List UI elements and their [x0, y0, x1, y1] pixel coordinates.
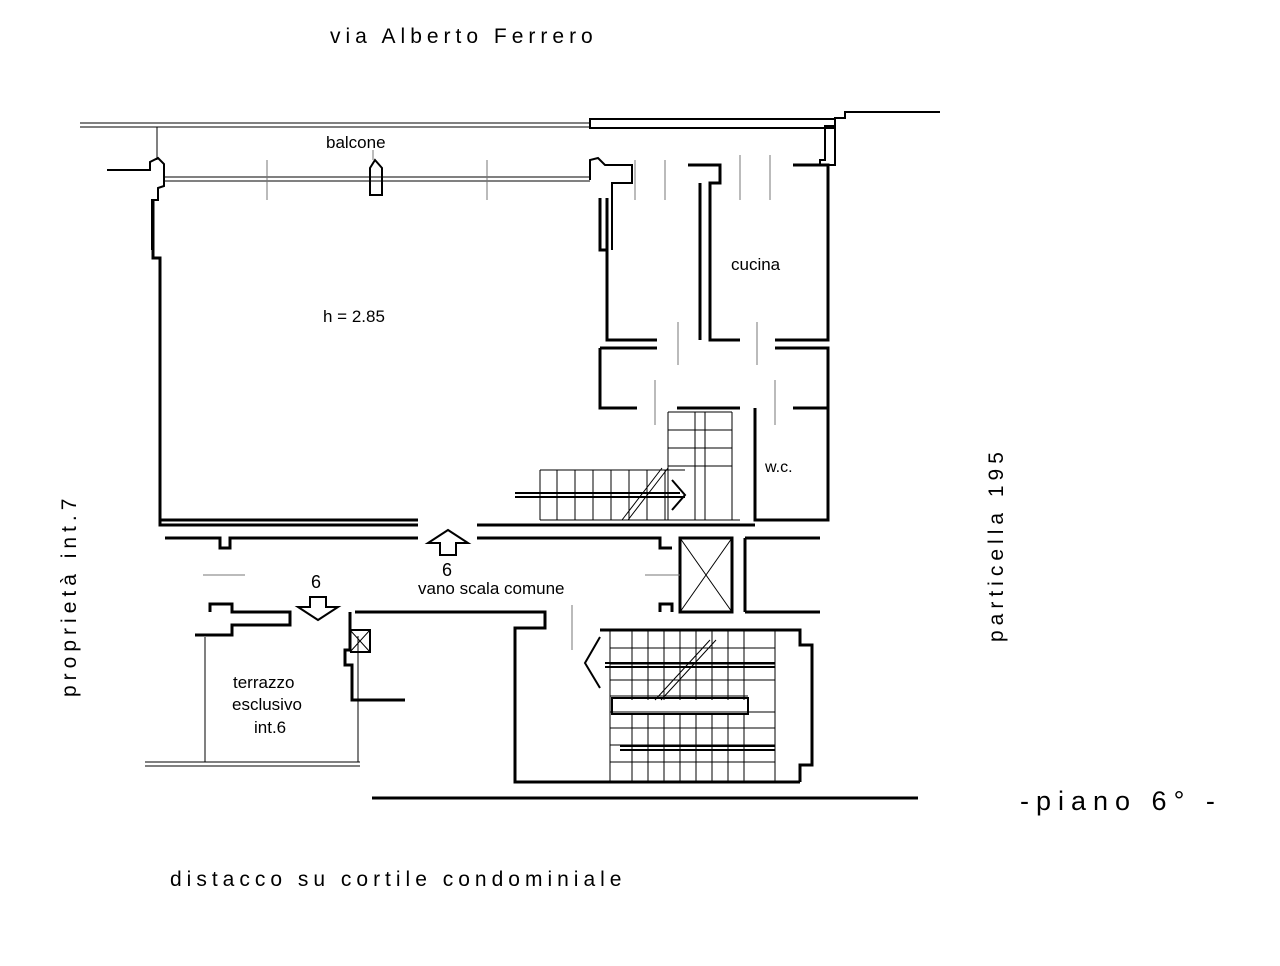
- parcel-label: particella 195: [985, 447, 1008, 642]
- terrace-label-3: int.6: [254, 718, 286, 737]
- wc-label: w.c.: [764, 459, 793, 476]
- balcony-rail: [107, 150, 633, 250]
- terrace-label-1: terrazzo: [233, 673, 294, 692]
- property-label: proprietà int.7: [58, 494, 81, 697]
- terrace-label-2: esclusivo: [232, 695, 302, 714]
- stair-number-2: 6: [311, 572, 321, 592]
- entrance-arrows: [294, 528, 472, 622]
- landing-walls: [165, 536, 820, 650]
- street-edge-lines: [80, 111, 940, 166]
- ceiling-height-label: h = 2.85: [323, 307, 385, 326]
- common-stair: [355, 610, 814, 784]
- balcony-label: balcone: [326, 133, 386, 152]
- corridor-walls: [598, 346, 830, 522]
- internal-stair: [515, 411, 740, 521]
- courtyard-label: distacco su cortile condominiale: [170, 868, 626, 891]
- kitchen-walls: [605, 155, 830, 365]
- kitchen-label: cucina: [731, 255, 781, 274]
- common-stairwell-label: vano scala comune: [418, 579, 564, 598]
- stair-number-1: 6: [442, 560, 452, 580]
- floor-label: -piano 6° -: [1020, 786, 1222, 816]
- street-label: via Alberto Ferrero: [330, 25, 598, 48]
- terrace-walls: [145, 602, 405, 767]
